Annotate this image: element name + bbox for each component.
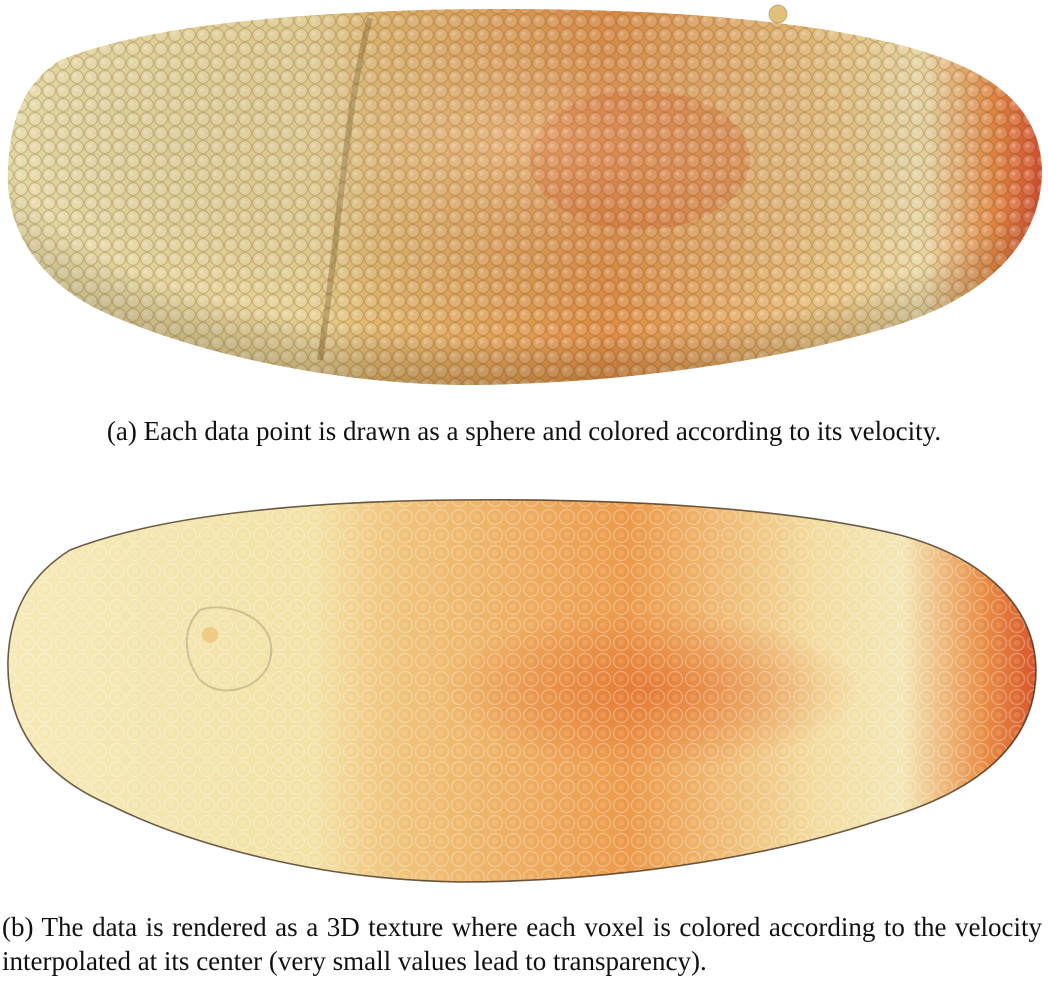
panel-b-texture-render (0, 490, 1048, 890)
figure-caption-b: (b) The data is rendered as a 3D texture… (2, 912, 1042, 976)
figure-caption-a: (a) Each data point is drawn as a sphere… (106, 416, 942, 446)
panel-a-sphere-render (0, 0, 1048, 400)
texture-render-image (7, 498, 1037, 883)
sphere-render-image (7, 4, 1043, 386)
